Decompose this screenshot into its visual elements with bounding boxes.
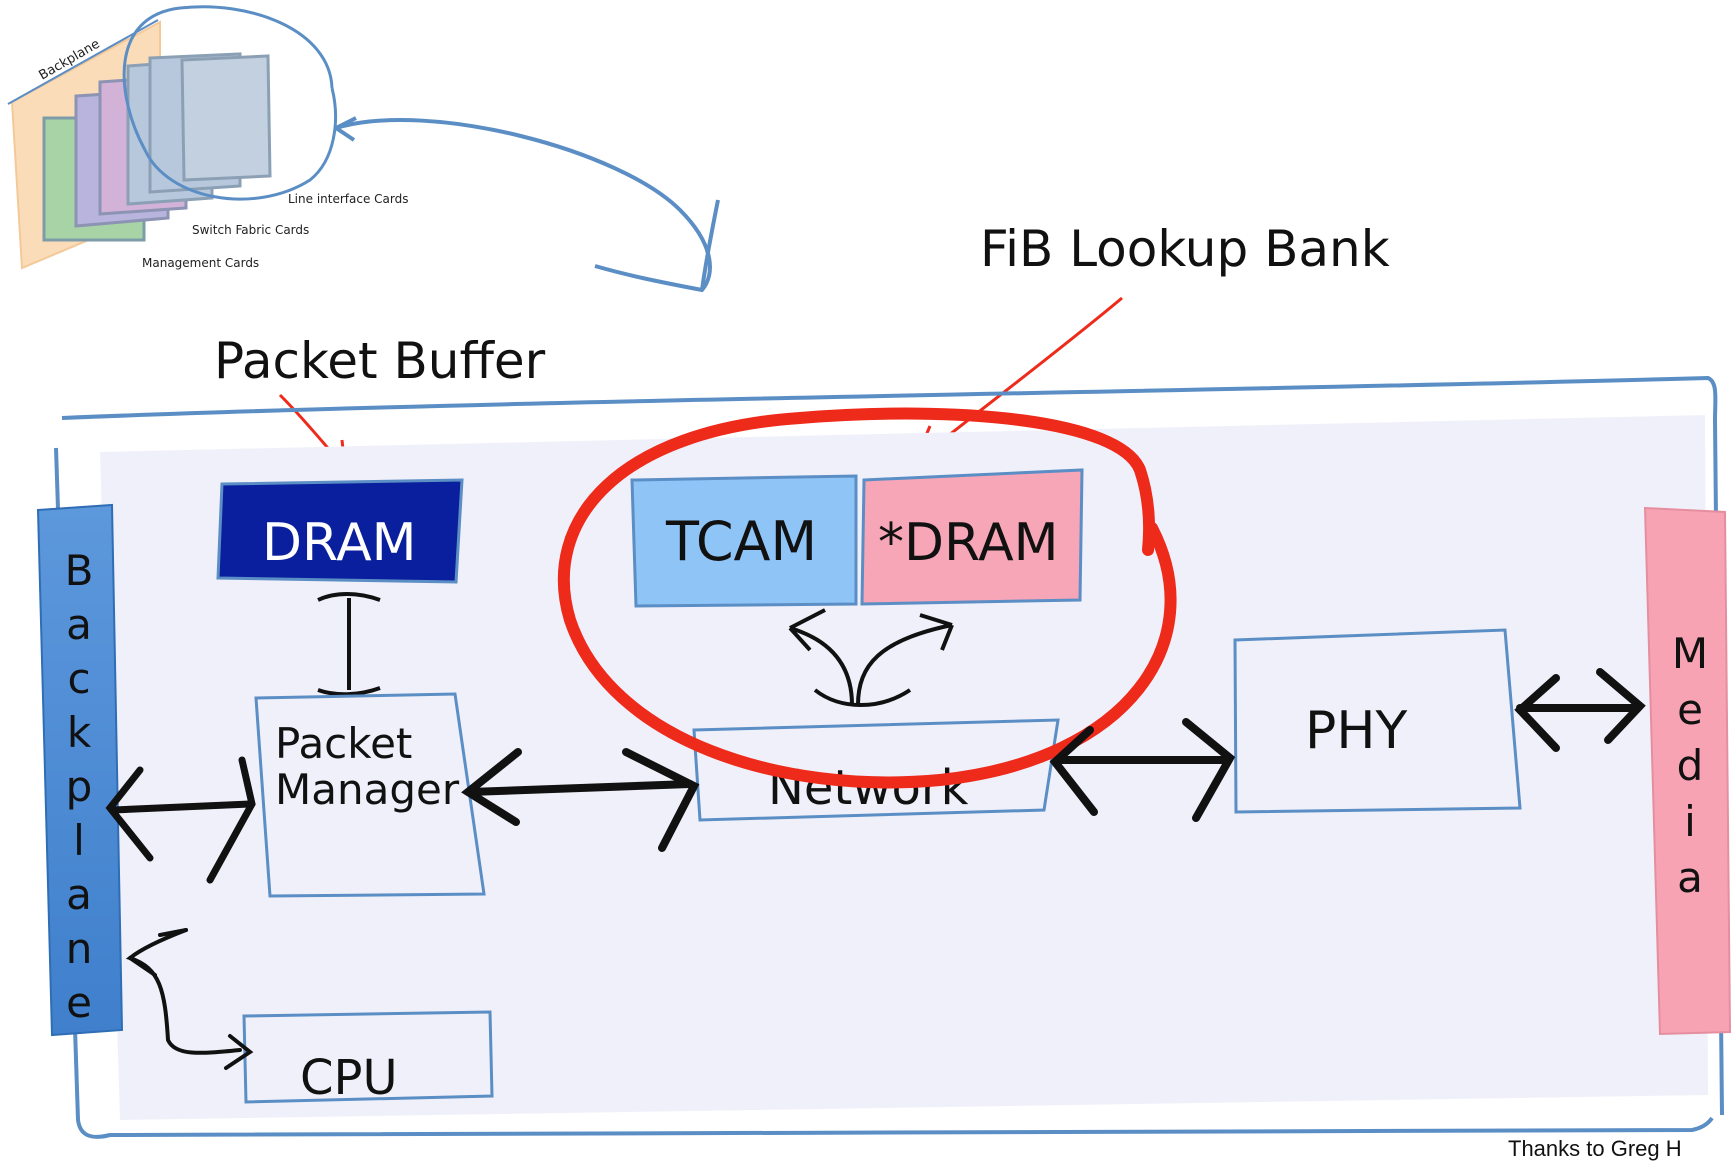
packet-buffer-callout: Packet Buffer	[214, 332, 546, 390]
backplane-bar-letter: l	[73, 816, 85, 865]
media-bar-letter: M	[1672, 629, 1708, 678]
fib-highlight-circle	[557, 407, 1177, 789]
network-block: Network	[692, 718, 1060, 822]
backplane-bar-letter: e	[66, 978, 92, 1027]
packet-manager-label-line1: Packet	[275, 719, 412, 768]
switch-fabric-label: Switch Fabric Cards	[192, 223, 309, 237]
board-outline-bottom	[54, 447, 1714, 1139]
dram-label: DRAM	[262, 513, 417, 573]
tcam-label: TCAM	[665, 510, 817, 573]
media-bar-letter: a	[1677, 853, 1703, 902]
backplane-bar-letter: k	[67, 708, 92, 757]
media-bar-letter: d	[1677, 741, 1704, 790]
backplane-bar-letter: a	[66, 870, 92, 919]
star-dram-block: *DRAM	[860, 468, 1084, 606]
backplane-packet-manager-arrow	[105, 756, 256, 884]
management-label: Management Cards	[142, 256, 259, 270]
dram-packet-manager-arrow	[317, 592, 381, 697]
network-phy-arrow	[1049, 718, 1236, 822]
phy-label: PHY	[1305, 701, 1407, 761]
backplane-bar-letter: c	[67, 654, 90, 703]
fib-lookup-bank-callout: FiB Lookup Bank	[980, 220, 1390, 278]
cpu-block: CPU	[242, 1010, 494, 1106]
media-bar-letter: i	[1684, 797, 1696, 846]
line-cards-circle	[122, 5, 338, 201]
backplane-cpu-arrow	[125, 928, 254, 1070]
zoom-arrow	[335, 118, 712, 293]
backplane-bar: Backplane	[36, 503, 124, 1037]
backplane-bar-letter: p	[66, 762, 93, 811]
tcam-block: TCAM	[630, 474, 858, 608]
chassis-sketch: Backplane Line interface Cards Switch Fa…	[7, 5, 720, 293]
packet-manager-label-line2: Manager	[275, 765, 460, 814]
line-cards-label: Line interface Cards	[288, 192, 408, 206]
media-bar-letter: e	[1677, 685, 1703, 734]
line-card-3	[180, 54, 272, 182]
board-outline-top	[61, 375, 1724, 1116]
credit-text: Thanks to Greg H	[1508, 1136, 1682, 1161]
dram-packet-buffer: DRAM	[216, 478, 464, 584]
packet-manager-network-arrow	[461, 748, 700, 852]
packet-manager-block: Packet Manager	[254, 692, 486, 898]
cpu-label: CPU	[300, 1050, 398, 1106]
backplane-bar-letter: B	[65, 546, 94, 595]
backplane-bar-letter: n	[66, 924, 93, 973]
backplane-bar-letter: a	[66, 600, 92, 649]
phy-media-arrow	[1514, 668, 1646, 752]
phy-block: PHY	[1233, 628, 1522, 814]
star-dram-label: *DRAM	[878, 513, 1059, 573]
tcam-dram-network-arrows	[788, 608, 954, 707]
